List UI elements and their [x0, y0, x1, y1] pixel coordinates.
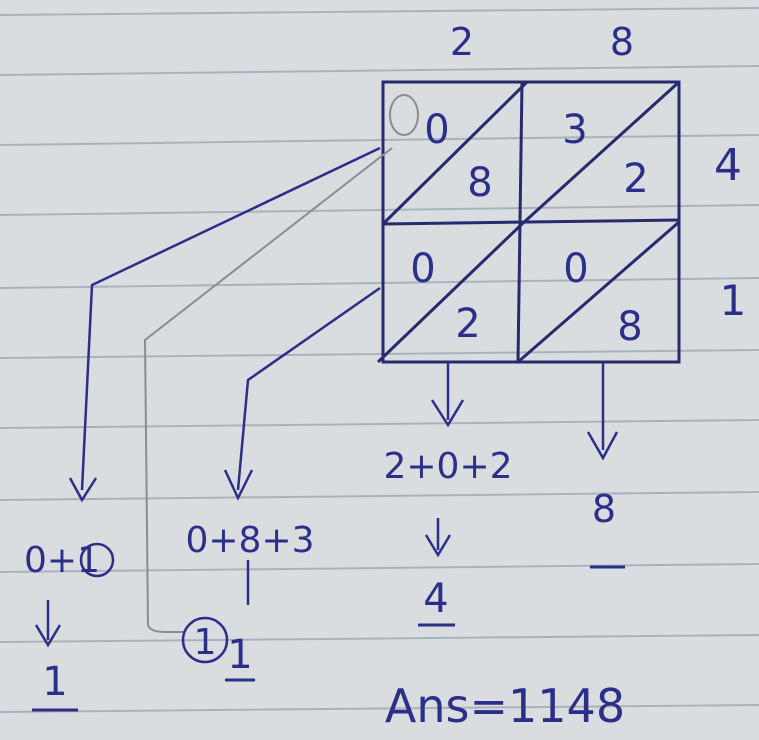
lattice-grid: [376, 80, 681, 364]
cell-units-digit: 2: [623, 156, 648, 202]
result-digit: 1: [42, 659, 67, 705]
cell-tens-digit: 0: [424, 107, 449, 153]
final-answer: Ans=1148: [385, 679, 625, 733]
diagonal-arrows: [34, 146, 619, 648]
circle-mark: [389, 94, 419, 136]
multiplicand-digit: 8: [610, 20, 634, 64]
multiplier-digit: 4: [714, 140, 742, 191]
sum-expression: 2+0+2: [383, 446, 512, 487]
multiplier-digit: 1: [720, 276, 747, 325]
result-digit: 1: [227, 632, 252, 678]
sum-expression: 0+8+3: [185, 520, 314, 561]
result-digit: 4: [423, 576, 448, 622]
cell-units-digit: 8: [617, 304, 642, 350]
cell-units-digit: 8: [467, 160, 492, 206]
carry-circle: [79, 542, 115, 578]
ruled-lines: [0, 7, 759, 713]
cell-tens-digit: 0: [410, 246, 435, 292]
carry-digit: 1: [194, 622, 217, 663]
cell-tens-digit: 3: [562, 107, 587, 153]
cell-tens-digit: 0: [563, 246, 588, 292]
cell-units-digit: 2: [455, 301, 480, 347]
sum-expression: 8: [592, 487, 616, 531]
pencil-guide-lines: [143, 147, 393, 633]
carry-circle: [181, 616, 229, 664]
multiplicand-digit: 2: [450, 20, 474, 64]
